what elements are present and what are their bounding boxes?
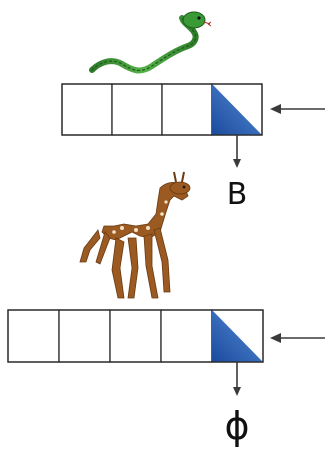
row-1-output-letter: B xyxy=(227,177,248,212)
row-1-cell-2 xyxy=(111,83,163,136)
row-2-cell-2 xyxy=(58,309,111,363)
row-1-output-arrow xyxy=(233,135,241,168)
row-1-shaded-triangle xyxy=(212,84,262,135)
row-2-output-arrow xyxy=(233,362,241,396)
cell-row-2 xyxy=(7,309,264,363)
row-2-output-letter: ϕ xyxy=(224,404,249,448)
row-1-cell-1 xyxy=(61,83,113,136)
row-2-cell-4 xyxy=(160,309,213,363)
row-1-cell-3 xyxy=(161,83,213,136)
row-2-cell-1 xyxy=(7,309,60,363)
row-2-cell-3 xyxy=(109,309,162,363)
giraffe-icon xyxy=(79,171,191,299)
row-2-shaded-triangle xyxy=(212,310,263,362)
cell-row-1 xyxy=(61,83,263,136)
row-2-input-arrow xyxy=(270,333,325,343)
snake-icon xyxy=(89,11,212,74)
row-1-input-arrow xyxy=(270,104,325,114)
